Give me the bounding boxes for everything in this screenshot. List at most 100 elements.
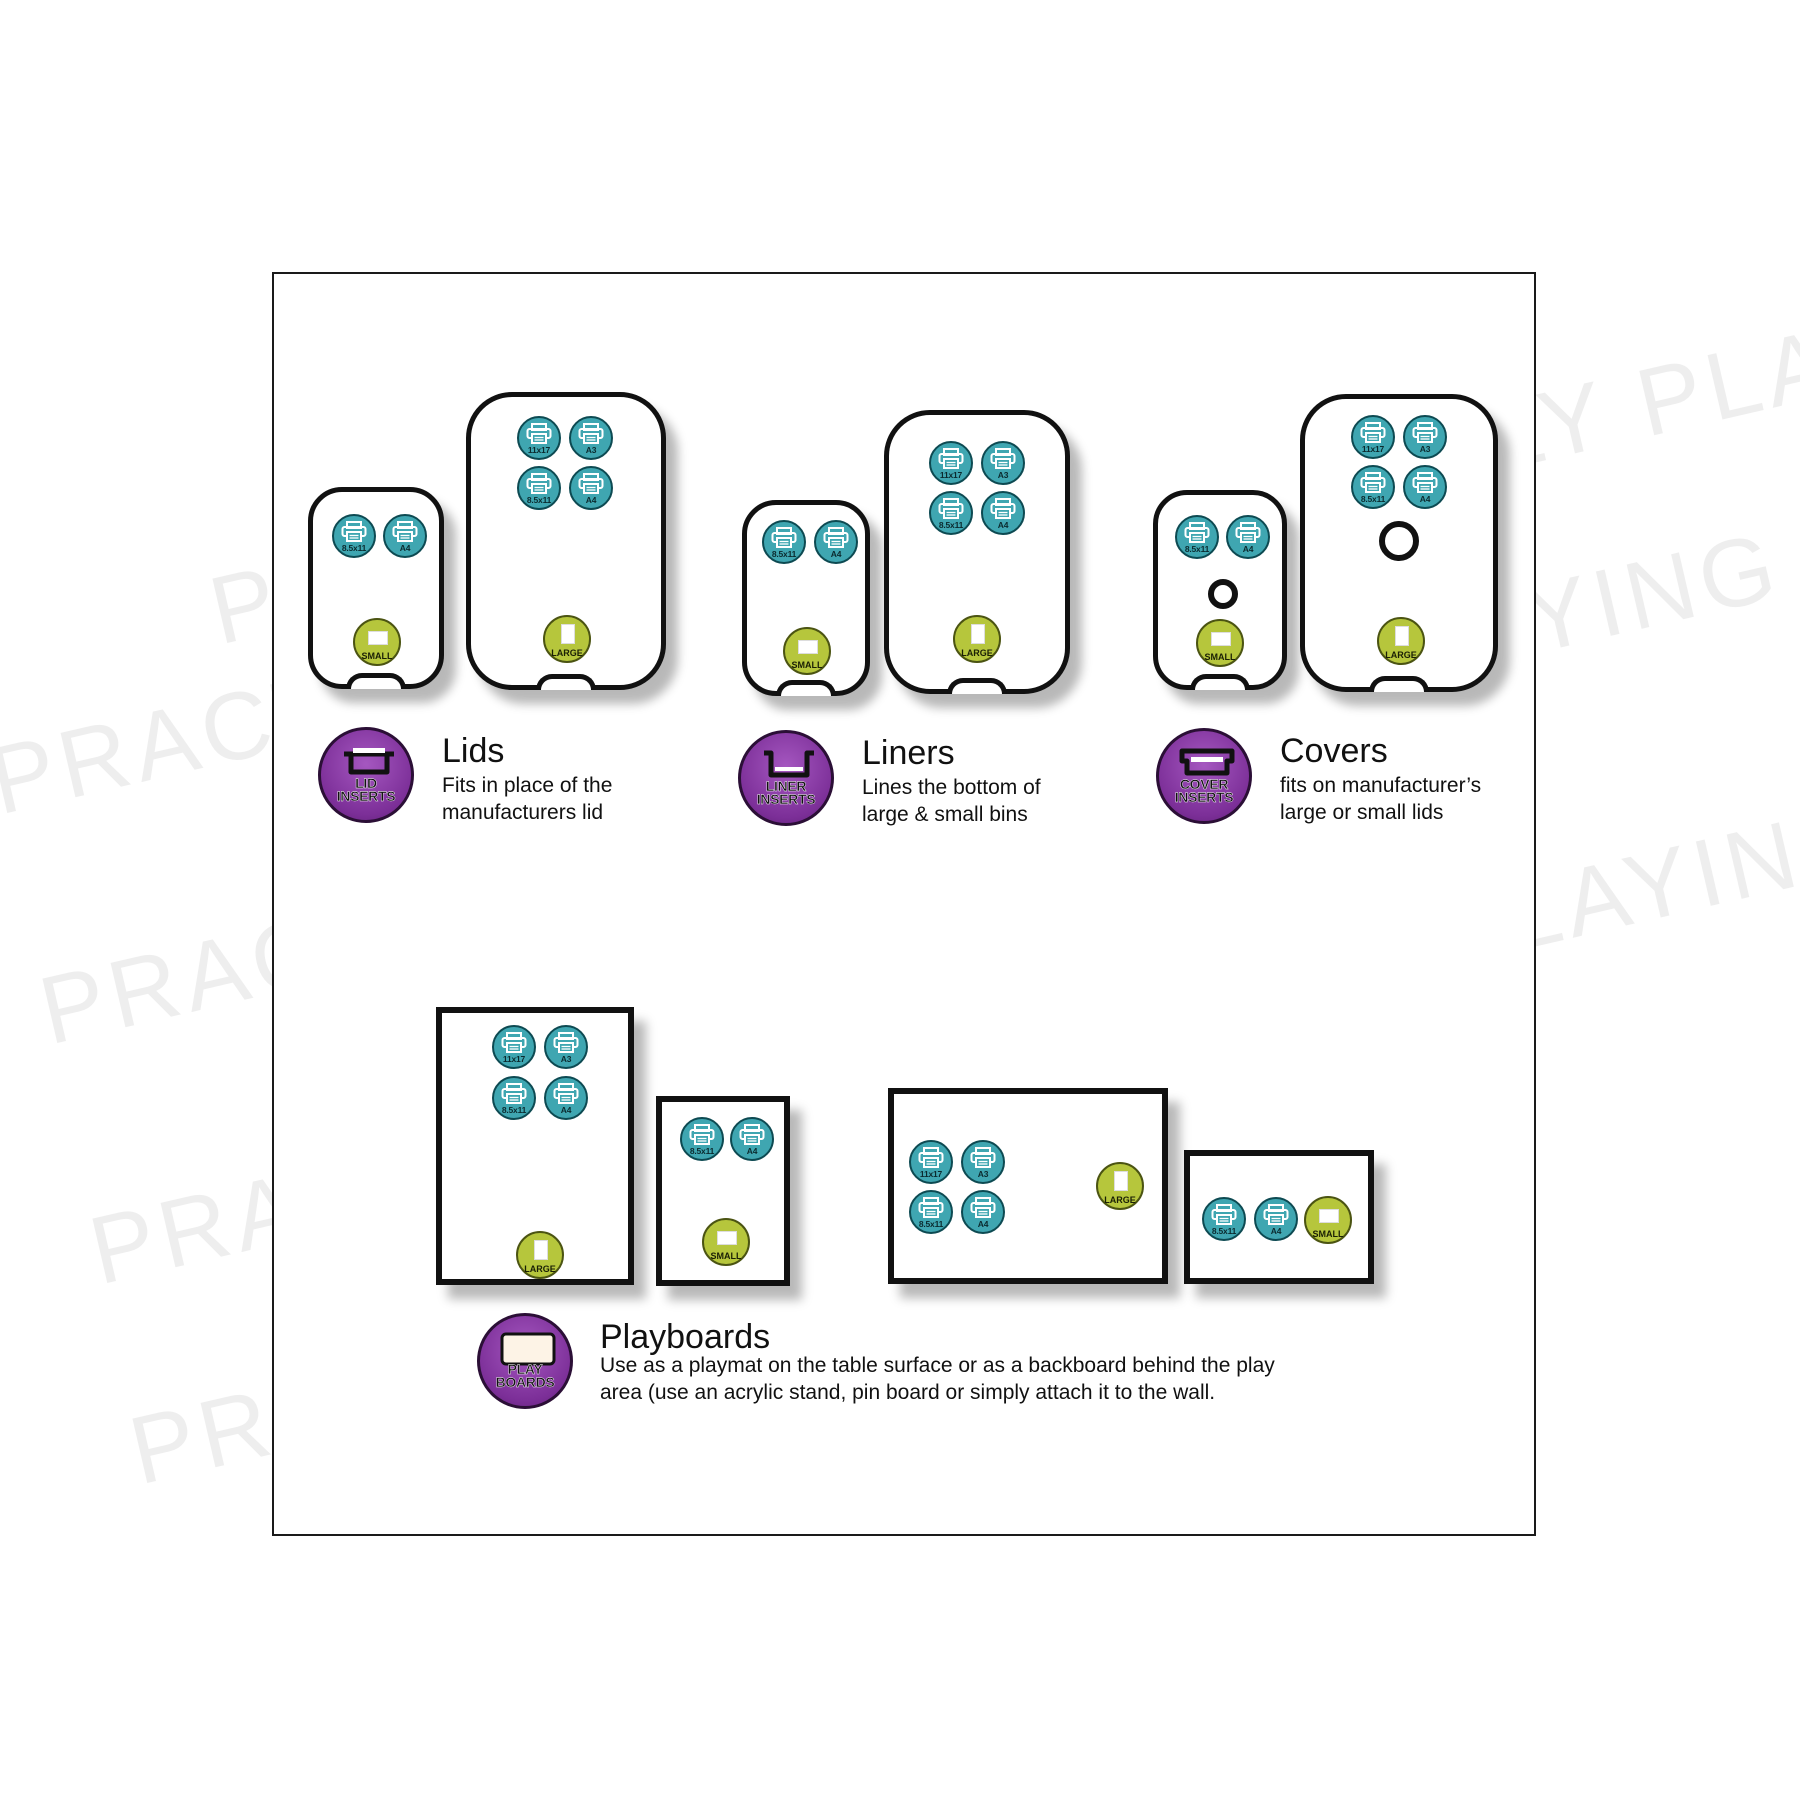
- tray-notch: [346, 673, 406, 689]
- size-badge-large: LARGE: [953, 615, 1001, 663]
- printer-badge-a3: A3: [961, 1140, 1005, 1184]
- tray-size-label: LARGE: [524, 1264, 556, 1274]
- tray-notch: [1369, 676, 1429, 692]
- size-badge-small: SMALL: [353, 618, 401, 666]
- paper-size-label: 8.5x11: [341, 543, 367, 553]
- tray-size-label: SMALL: [1312, 1229, 1344, 1239]
- category-title-covers: Covers: [1280, 732, 1388, 770]
- badge-line-2: BOARDS: [495, 1374, 555, 1390]
- paper-size-label: A4: [1270, 1226, 1282, 1236]
- tray-notch: [947, 678, 1007, 694]
- hole-icon: [1208, 579, 1238, 609]
- description-line-2: area (use an acrylic stand, pin board or…: [600, 1381, 1216, 1404]
- paper-size-label: 8.5x11: [771, 549, 797, 559]
- paper-icon: [1114, 1171, 1128, 1191]
- printer-badge-s85x11: 8.5x11: [680, 1117, 724, 1161]
- paper-size-label: A4: [977, 1219, 989, 1229]
- tray-size-label: SMALL: [791, 660, 823, 670]
- printer-badge-a4: A4: [383, 514, 427, 558]
- description-line-2: large or small lids: [1280, 801, 1444, 824]
- paper-size-label: 11x17: [527, 445, 551, 455]
- description-line-1: Fits in place of the: [442, 774, 613, 797]
- size-badge-large: LARGE: [1377, 617, 1425, 665]
- paper-size-label: A4: [399, 543, 411, 553]
- badge-line-2: INSERTS: [1174, 789, 1234, 805]
- printer-badge-s85x11: 8.5x11: [909, 1190, 953, 1234]
- paper-size-label: 8.5x11: [1211, 1226, 1237, 1236]
- paper-size-label: A3: [1419, 444, 1431, 454]
- printer-badge-s85x11: 8.5x11: [762, 520, 806, 564]
- badge-line-1: PLAY: [507, 1361, 543, 1377]
- printer-badge-a3: A3: [981, 441, 1025, 485]
- printer-badge-s11x17: 11x17: [492, 1025, 536, 1069]
- size-badge-small: SMALL: [783, 627, 831, 675]
- tray-size-label: LARGE: [1104, 1195, 1136, 1205]
- paper-size-label: A3: [977, 1169, 989, 1179]
- paper-size-label: 8.5x11: [1360, 494, 1386, 504]
- paper-size-label: A4: [830, 549, 842, 559]
- printer-badge-a4: A4: [1254, 1197, 1298, 1241]
- tray-size-label: LARGE: [551, 648, 583, 658]
- paper-icon: [1211, 632, 1231, 646]
- tray-notch: [1190, 674, 1250, 690]
- tray-notch: [776, 680, 836, 696]
- size-badge-small: SMALL: [702, 1218, 750, 1266]
- size-badge-large: LARGE: [543, 615, 591, 663]
- paper-size-label: 8.5x11: [938, 520, 964, 530]
- tray-size-label: LARGE: [961, 648, 993, 658]
- printer-badge-s85x11: 8.5x11: [1202, 1197, 1246, 1241]
- paper-size-label: A4: [560, 1105, 572, 1115]
- paper-size-label: 11x17: [939, 470, 963, 480]
- tray-size-label: LARGE: [1385, 650, 1417, 660]
- badge-line-1: LID: [355, 775, 377, 791]
- badge-line-2: INSERTS: [336, 788, 396, 804]
- size-badge-large: LARGE: [516, 1231, 564, 1279]
- paper-icon: [717, 1231, 737, 1245]
- paper-size-label: A3: [560, 1054, 572, 1064]
- description-line-1: Use as a playmat on the table surface or…: [600, 1354, 1275, 1377]
- category-description-playboards: Use as a playmat on the table surface or…: [600, 1352, 1275, 1406]
- description-line-1: Lines the bottom of: [862, 776, 1041, 799]
- paper-size-label: A4: [1242, 544, 1254, 554]
- paper-icon: [368, 631, 388, 645]
- paper-size-label: 8.5x11: [918, 1219, 944, 1229]
- paper-size-label: 8.5x11: [526, 495, 552, 505]
- description-line-1: fits on manufacturer’s: [1280, 774, 1482, 797]
- playboard-landscape-small: 8.5x11 A4 SMALL: [1184, 1150, 1374, 1284]
- paper-size-label: A4: [1419, 494, 1431, 504]
- badge-line-2: INSERTS: [756, 791, 816, 807]
- badge-line-1: LINER: [765, 778, 807, 794]
- printer-badge-s85x11: 8.5x11: [492, 1076, 536, 1120]
- printer-badge-s85x11: 8.5x11: [332, 514, 376, 558]
- category-description-covers: fits on manufacturer’s large or small lid…: [1280, 772, 1481, 826]
- printer-badge-a3: A3: [544, 1025, 588, 1069]
- tray-notch: [536, 674, 596, 690]
- size-badge-small: SMALL: [1304, 1196, 1352, 1244]
- printer-badge-s11x17: 11x17: [929, 441, 973, 485]
- printer-badge-a4: A4: [1403, 465, 1447, 509]
- tray-size-label: SMALL: [361, 651, 393, 661]
- paper-icon: [561, 624, 575, 644]
- paper-size-label: 8.5x11: [689, 1146, 715, 1156]
- paper-icon: [1319, 1209, 1339, 1223]
- size-badge-small: SMALL: [1196, 619, 1244, 667]
- tray-size-label: SMALL: [710, 1251, 742, 1261]
- printer-badge-s85x11: 8.5x11: [517, 466, 561, 510]
- paper-size-label: A4: [997, 520, 1009, 530]
- paper-icon: [534, 1240, 548, 1260]
- paper-size-label: 8.5x11: [1184, 544, 1210, 554]
- printer-badge-s11x17: 11x17: [909, 1140, 953, 1184]
